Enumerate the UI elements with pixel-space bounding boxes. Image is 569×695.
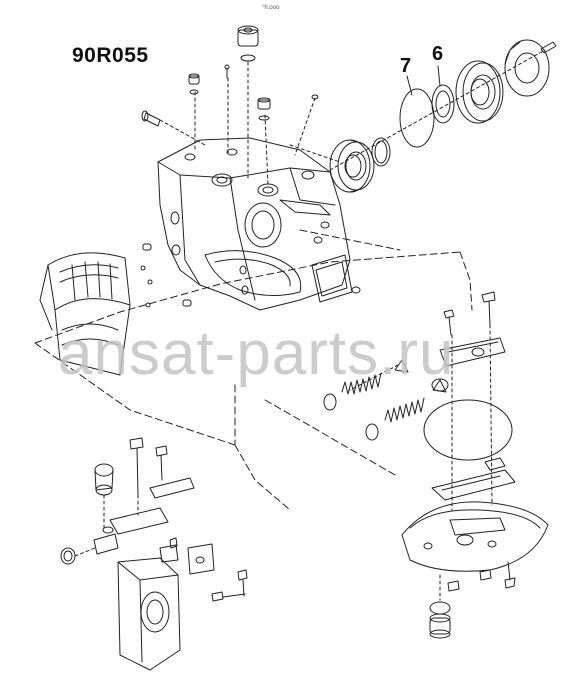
limiter-spring bbox=[61, 548, 75, 564]
o-ring-7 bbox=[400, 89, 434, 147]
explode-lines-top bbox=[160, 62, 340, 185]
cover-screw bbox=[541, 42, 556, 53]
limiter-housing bbox=[118, 544, 214, 670]
limiter-bushing bbox=[95, 464, 113, 495]
corner-mark: °h.ooo bbox=[262, 5, 280, 11]
callout-6: 6 bbox=[432, 43, 444, 65]
seal-carrier bbox=[456, 61, 503, 123]
callout-7: 7 bbox=[400, 55, 412, 77]
cradle-bearing bbox=[40, 253, 130, 375]
dowel-pins bbox=[141, 244, 191, 307]
boundary-dashed-lines bbox=[35, 230, 472, 510]
watermark: ansat-parts.ru bbox=[58, 319, 455, 388]
cover-plate bbox=[505, 40, 549, 96]
callout-leaders bbox=[407, 66, 440, 95]
limiter-bolts bbox=[130, 438, 167, 495]
main-housing bbox=[158, 138, 350, 310]
valve-housing-plate bbox=[402, 502, 548, 571]
valve-gasket bbox=[424, 400, 512, 460]
servo-pistons bbox=[324, 379, 448, 440]
shaft-seal-6 bbox=[432, 85, 454, 123]
valve-explode-lines bbox=[350, 325, 492, 600]
valve-plug-bottom bbox=[430, 602, 450, 638]
top-bolts bbox=[142, 65, 318, 126]
limiter-explode-lines bbox=[75, 495, 138, 556]
model-label: 90R055 bbox=[72, 44, 149, 67]
limiter-linkage bbox=[94, 478, 194, 554]
top-plug bbox=[238, 26, 258, 61]
bearing bbox=[330, 140, 374, 192]
explode-line-shaft bbox=[330, 50, 545, 170]
valve-screws-bottom bbox=[448, 562, 515, 591]
side-plate bbox=[312, 255, 360, 302]
valve-bridge bbox=[432, 458, 515, 500]
limiter-screws bbox=[170, 538, 247, 601]
valve-bolts-upper bbox=[444, 292, 495, 335]
valve-lever bbox=[440, 338, 505, 366]
snap-ring bbox=[372, 138, 390, 166]
